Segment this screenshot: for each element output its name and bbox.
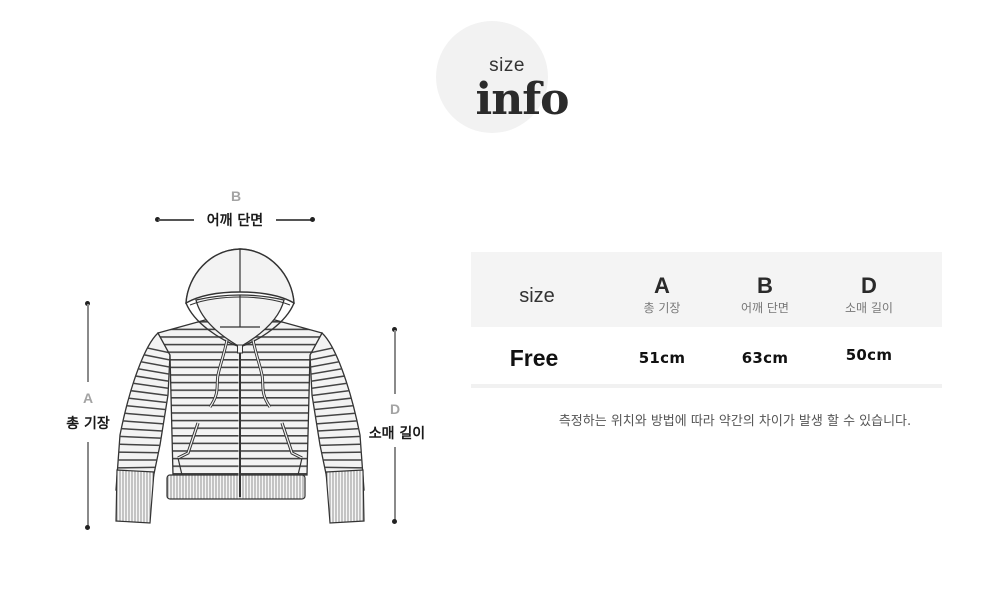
- shoulder-label: 어깨 단면: [206, 213, 264, 229]
- row-col-b-value: 63cm: [741, 349, 789, 367]
- row-size-value: Free: [509, 345, 559, 371]
- header-col-a-letter: A: [654, 273, 670, 298]
- sleeve-letter: D: [389, 401, 401, 417]
- sleeve-label: 소매 길이: [368, 426, 426, 442]
- length-top-dot: [85, 301, 90, 306]
- shoulder-left-dot: [155, 217, 160, 222]
- shoulder-left-line: [158, 219, 194, 221]
- table-row: Free 51cm 63cm 50cm: [471, 327, 942, 384]
- length-letter: A: [82, 390, 94, 406]
- sleeve-top-line: [394, 330, 396, 394]
- sleeve-top-dot: [392, 327, 397, 332]
- length-bottom-line: [87, 442, 89, 526]
- header-col-d-label: 소매 길이: [845, 301, 893, 315]
- size-table: size A 총 기장 B 어깨 단면 D 소매 길이 Free 51cm 63…: [471, 252, 942, 388]
- header-col-d-letter: D: [861, 273, 877, 298]
- header-col-a-label: 총 기장: [643, 301, 681, 315]
- shoulder-right-line: [276, 219, 312, 221]
- row-col-a-value: 51cm: [638, 349, 686, 367]
- size-table-header: size A 총 기장 B 어깨 단면 D 소매 길이: [471, 252, 942, 327]
- table-bottom-border: [471, 384, 942, 388]
- row-col-d-value: 50cm: [845, 346, 893, 364]
- header-col-b-letter: B: [757, 273, 773, 298]
- header-col-b-label: 어깨 단면: [741, 301, 789, 315]
- measurement-note: 측정하는 위치와 방법에 따라 약간의 차이가 발생 할 수 있습니다.: [558, 414, 912, 429]
- length-top-line: [87, 304, 89, 382]
- title-info-text: info: [475, 74, 570, 125]
- length-label: 총 기장: [66, 416, 110, 432]
- header-size-label: size: [519, 285, 555, 307]
- striped-zip-hoodie-icon: [115, 248, 365, 524]
- title-size-text: size: [489, 55, 525, 76]
- sleeve-bottom-dot: [392, 519, 397, 524]
- shoulder-right-dot: [310, 217, 315, 222]
- sleeve-bottom-line: [394, 447, 396, 520]
- title-circle: [436, 21, 548, 133]
- length-bottom-dot: [85, 525, 90, 530]
- shoulder-letter: B: [230, 188, 242, 204]
